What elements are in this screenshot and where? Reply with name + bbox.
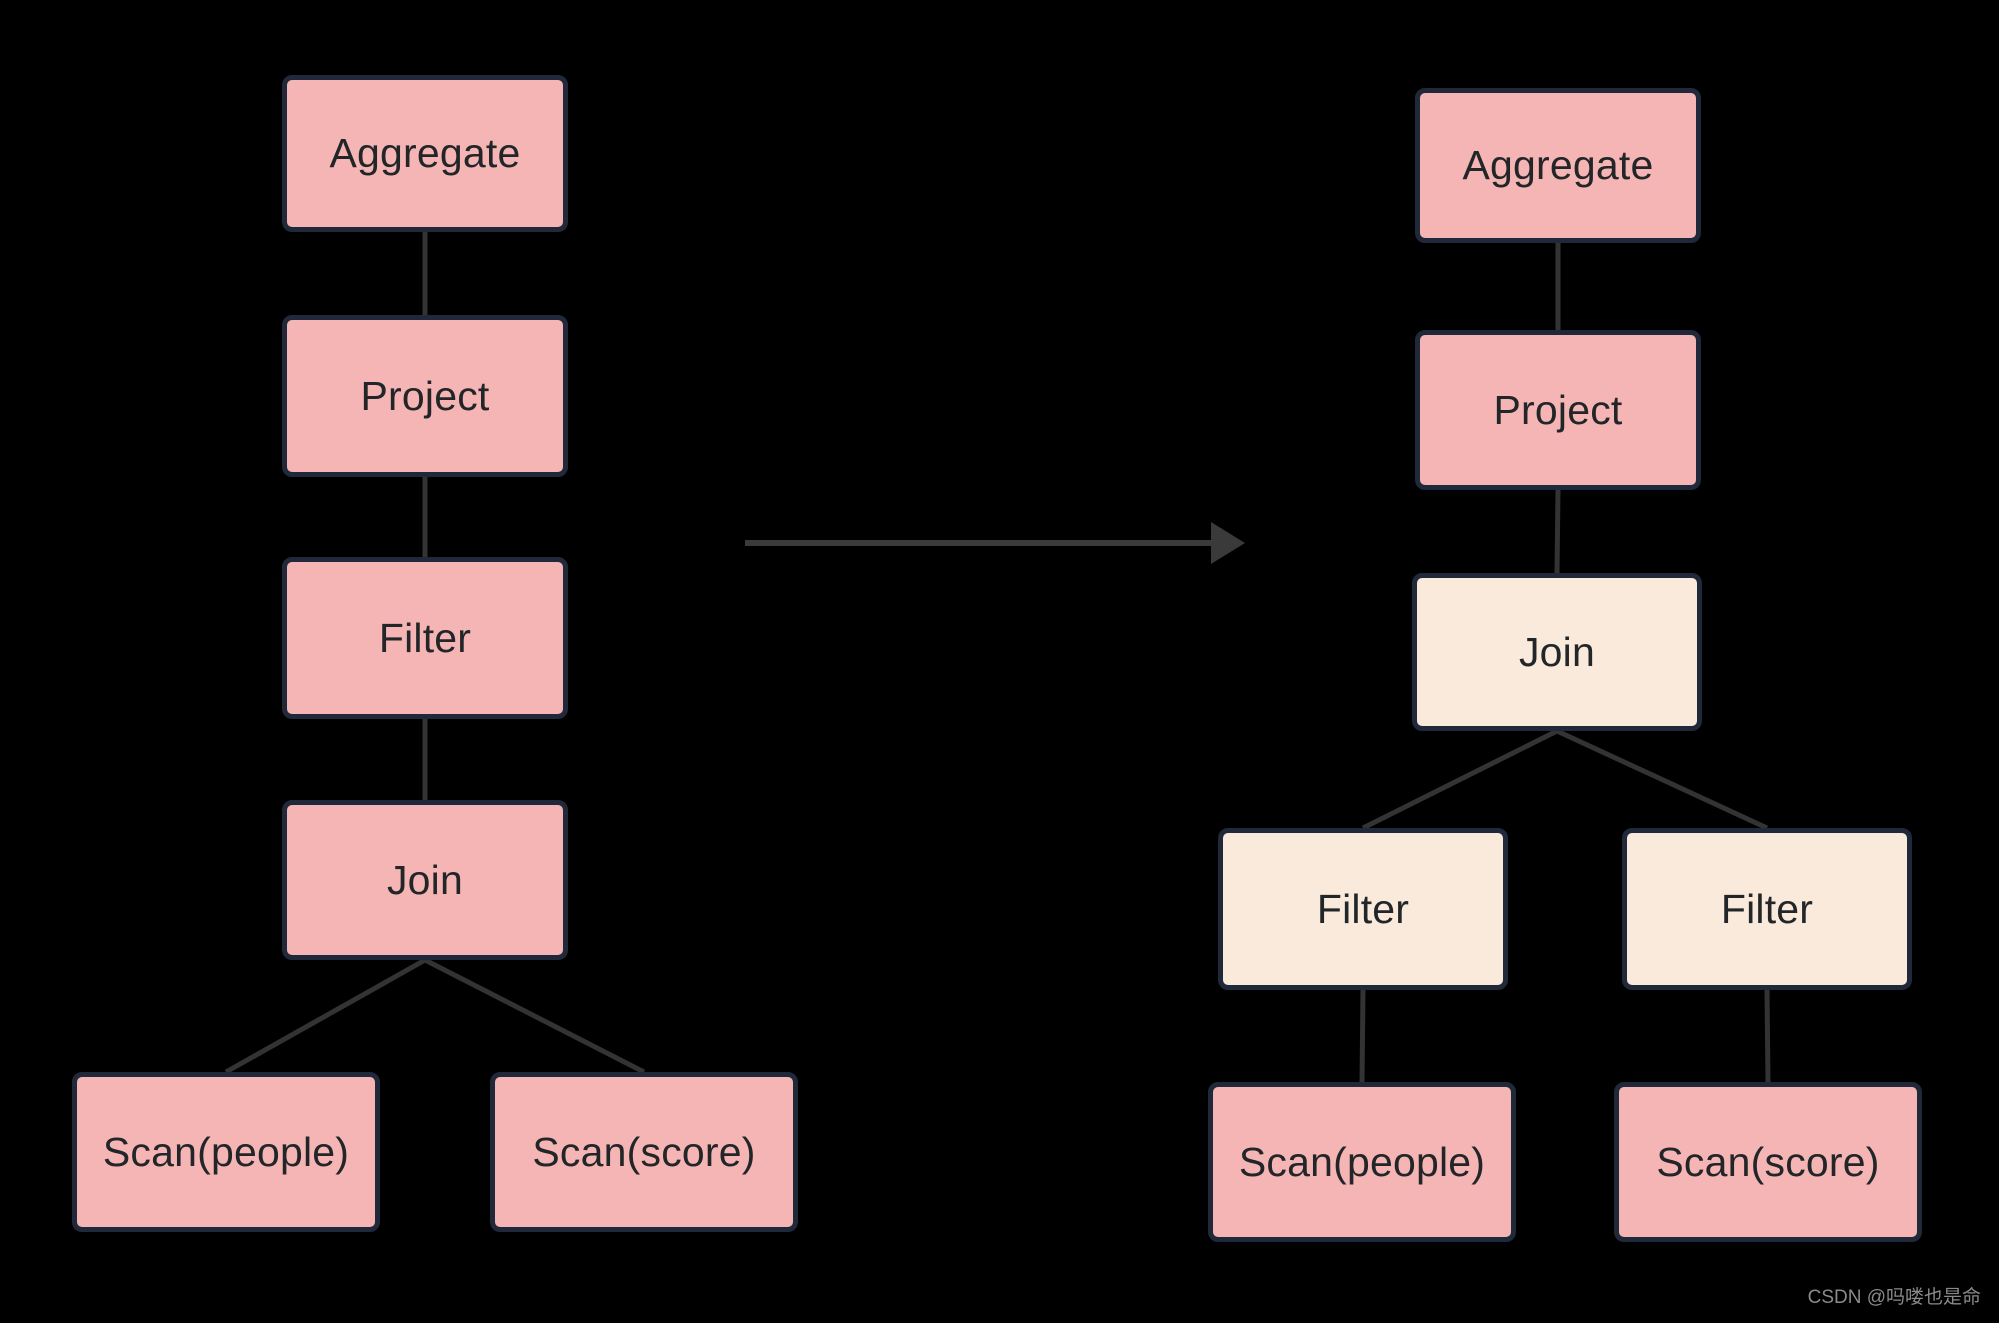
plan-node-l-join[interactable]: Join <box>282 800 568 960</box>
plan-node-label: Project <box>360 372 490 419</box>
plan-node-label: Scan(score) <box>1656 1138 1880 1185</box>
plan-node-label: Join <box>1518 628 1595 675</box>
edge-l-join-to-l-scan-people <box>224 957 427 1075</box>
plan-node-r-filter-right[interactable]: Filter <box>1622 828 1912 990</box>
plan-node-r-scan-people[interactable]: Scan(people) <box>1208 1082 1516 1242</box>
plan-node-r-filter-left[interactable]: Filter <box>1218 828 1508 990</box>
plan-node-label: Join <box>386 856 463 903</box>
transform-arrow-head <box>1211 522 1245 564</box>
plan-node-label: Filter <box>1316 885 1410 932</box>
plan-node-label: Aggregate <box>1462 142 1654 188</box>
plan-node-l-scan-score[interactable]: Scan(score) <box>490 1072 798 1232</box>
plan-node-l-filter[interactable]: Filter <box>282 557 568 719</box>
plan-node-r-project[interactable]: Project <box>1415 330 1701 490</box>
plan-node-label: Scan(people) <box>1238 1138 1486 1185</box>
plan-node-label: Project <box>1493 386 1623 433</box>
plan-node-l-scan-people[interactable]: Scan(people) <box>72 1072 380 1232</box>
edge-r-filter-right-to-r-scan-score <box>1764 989 1771 1083</box>
plan-node-l-aggregate[interactable]: Aggregate <box>282 75 568 232</box>
watermark-text: CSDN @吗喽也是命 <box>1807 1287 1981 1308</box>
edge-r-project-to-r-join <box>1554 489 1561 574</box>
plan-node-r-scan-score[interactable]: Scan(score) <box>1614 1082 1922 1242</box>
edge-r-join-to-r-filter-right <box>1555 728 1769 831</box>
plan-node-label: Aggregate <box>329 130 521 176</box>
plan-node-label: Filter <box>1720 885 1814 932</box>
edge-r-filter-left-to-r-scan-people <box>1359 989 1366 1083</box>
plan-node-label: Scan(people) <box>102 1128 350 1175</box>
plan-node-l-project[interactable]: Project <box>282 315 568 477</box>
plan-node-r-join[interactable]: Join <box>1412 573 1702 731</box>
edge-r-join-to-r-filter-left <box>1361 728 1559 831</box>
edge-l-join-to-l-scan-score <box>423 957 646 1075</box>
plan-node-label: Filter <box>378 614 472 661</box>
plan-node-label: Scan(score) <box>532 1128 756 1175</box>
plan-node-r-aggregate[interactable]: Aggregate <box>1415 88 1701 243</box>
